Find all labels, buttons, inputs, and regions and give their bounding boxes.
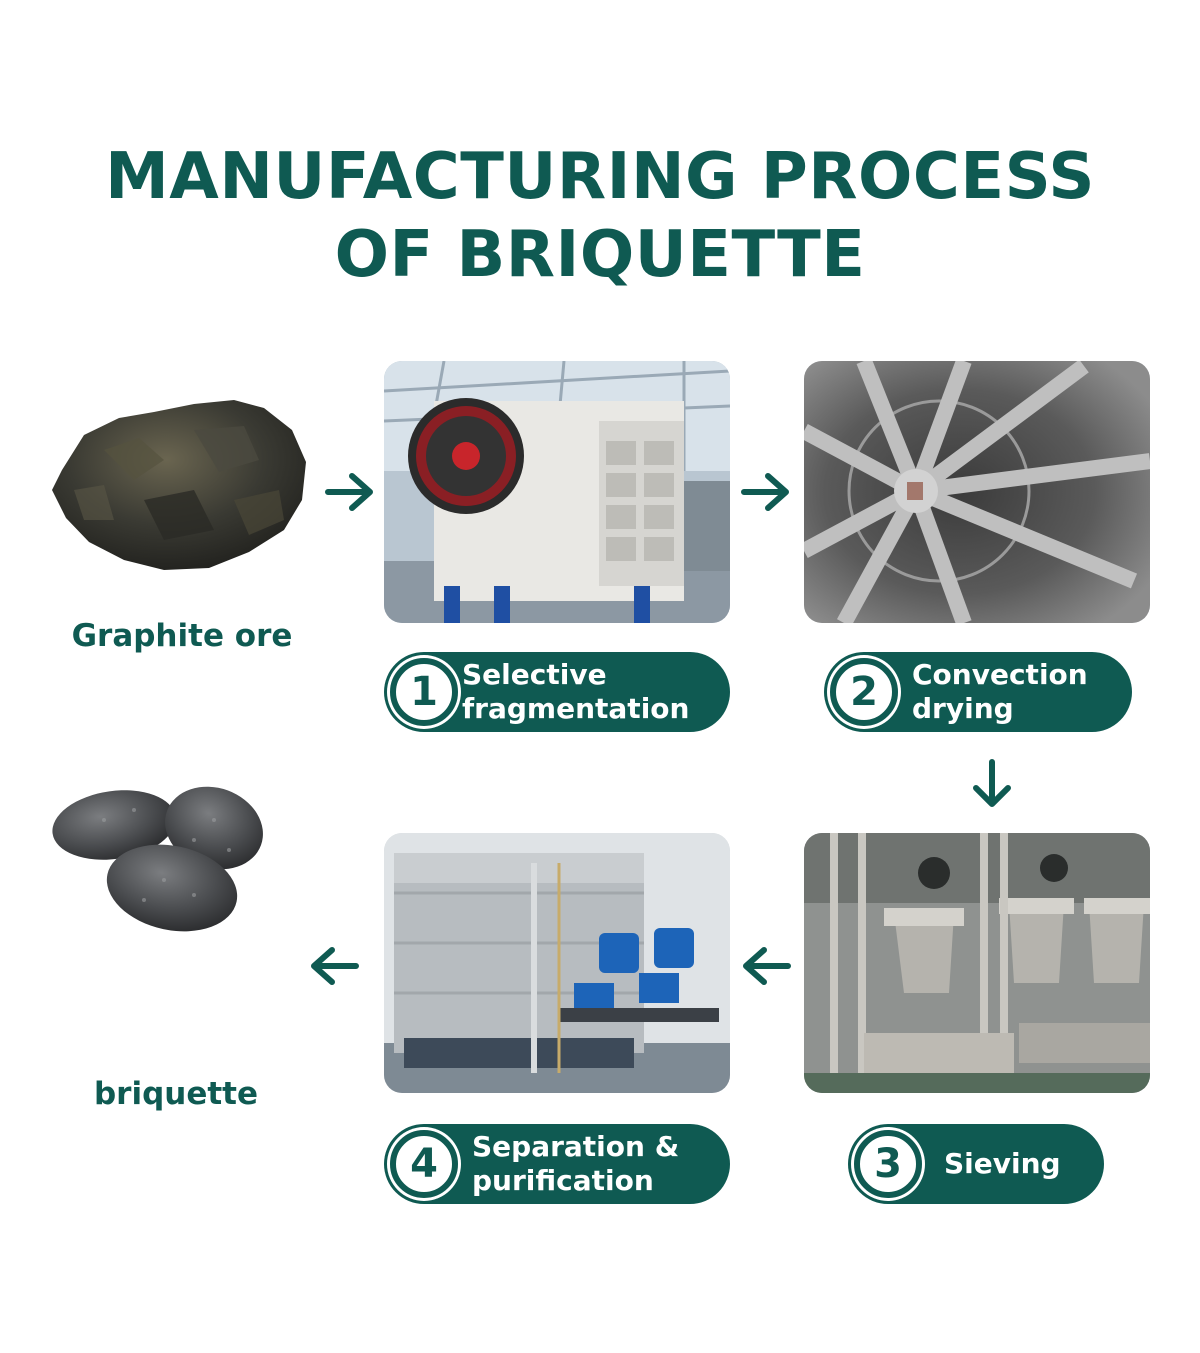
title-line-1: MANUFACTURING PROCESS: [105, 140, 1095, 214]
step-number-badge: 2: [830, 658, 898, 726]
briquette-photo: [44, 780, 270, 940]
step-4-label-line-2: purification: [472, 1164, 654, 1197]
arrow-left-icon: [306, 944, 362, 988]
arrow-right-icon: [322, 470, 378, 514]
step-2-label-line-2: drying: [912, 692, 1014, 725]
graphite-ore-photo: [44, 390, 316, 574]
flotation-tank-photo: [384, 833, 730, 1093]
step-1-label: 1 Selective fragmentation: [384, 652, 730, 732]
dryer-drum-photo: [804, 361, 1150, 623]
step-2-label: 2 Convection drying: [824, 652, 1132, 732]
arrow-down-icon: [970, 758, 1014, 812]
step-3-label-line-1: Sieving: [944, 1147, 1061, 1180]
title-line-2: OF BRIQUETTE: [334, 218, 866, 292]
arrow-right-icon: [738, 470, 794, 514]
step-number-badge: 3: [854, 1130, 922, 1198]
step-1-label-line-2: fragmentation: [462, 692, 690, 725]
graphite-ore-caption: Graphite ore: [71, 618, 293, 654]
step-1-label-line-1: Selective: [462, 658, 607, 691]
step-3-label: 3 Sieving: [848, 1124, 1104, 1204]
step-number-badge: 1: [390, 658, 458, 726]
step-number-badge: 4: [390, 1130, 458, 1198]
jaw-crusher-photo: [384, 361, 730, 623]
step-4-label-line-1: Separation &: [472, 1130, 680, 1163]
step-2-label-line-1: Convection: [912, 658, 1088, 691]
briquette-caption: briquette: [93, 1076, 259, 1112]
sieving-mill-photo: [804, 833, 1150, 1093]
step-4-label: 4 Separation & purification: [384, 1124, 730, 1204]
arrow-left-icon: [738, 944, 794, 988]
page-title: MANUFACTURING PROCESS OF BRIQUETTE: [0, 138, 1200, 294]
